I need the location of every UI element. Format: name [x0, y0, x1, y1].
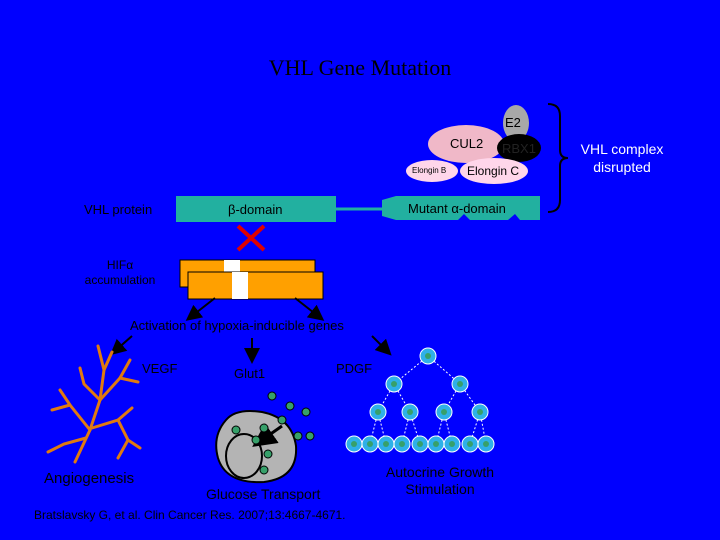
- beta-domain-label: β-domain: [228, 202, 283, 217]
- lineage-lines: [369, 355, 487, 445]
- cul2-protein: [428, 125, 504, 163]
- vegf-label: VEGF: [142, 361, 178, 376]
- vessel-tree: [46, 344, 142, 464]
- autocrine-line1: Autocrine Growth: [385, 464, 495, 480]
- mutant-alpha-domain-label: Mutant α-domain: [408, 201, 506, 216]
- elongin-b-label: Elongin B: [412, 166, 447, 175]
- e2-protein: [503, 105, 529, 141]
- citation: Bratslavsky G, et al. Clin Cancer Res. 2…: [34, 508, 346, 522]
- disrupted-label-line2: disrupted: [593, 159, 651, 175]
- slide-title: VHL Gene Mutation: [268, 55, 452, 80]
- elongin-c-protein: [460, 158, 528, 184]
- beta-domain-bar: [176, 196, 336, 222]
- e2-label: E2: [505, 115, 521, 130]
- complex-brace: [547, 103, 569, 213]
- elongin-b-protein: [406, 160, 458, 182]
- glut1-label: Glut1: [234, 366, 266, 381]
- autocrine-line2: Stimulation: [405, 481, 475, 497]
- rbx1-protein: [497, 134, 541, 162]
- hif-label-line1: HIFα: [106, 258, 134, 272]
- pdgf-label: PDGF: [336, 361, 373, 376]
- autocrine-growth-label: Autocrine Growth Stimulation: [370, 464, 510, 498]
- arrow-vegf: [109, 335, 133, 356]
- hif-label-line2: accumulation: [84, 273, 156, 287]
- glucose-dots: [231, 391, 315, 475]
- arrow-pdgf: [371, 335, 392, 356]
- mutant-alpha-domain-bar: [382, 196, 540, 220]
- hif-accumulation-label: HIFα accumulation: [66, 258, 174, 288]
- angiogenesis-label: Angiogenesis: [44, 470, 135, 487]
- arrow-left: [185, 297, 216, 321]
- vhl-protein-label: VHL protein: [84, 202, 153, 217]
- rbx1-label: RBX1: [502, 141, 536, 156]
- vhl-complex-disrupted-label: VHL complex disrupted: [566, 140, 678, 176]
- disrupted-label-line1: VHL complex: [580, 141, 664, 157]
- activation-label: Activation of hypoxia-inducible genes: [130, 318, 344, 333]
- arrow-right: [294, 297, 325, 321]
- elongin-c-label: Elongin C: [467, 164, 520, 178]
- cul2-label: CUL2: [450, 136, 484, 151]
- glucose-transport-label: Glucose Transport: [206, 486, 321, 502]
- hif-block-front: [187, 271, 324, 300]
